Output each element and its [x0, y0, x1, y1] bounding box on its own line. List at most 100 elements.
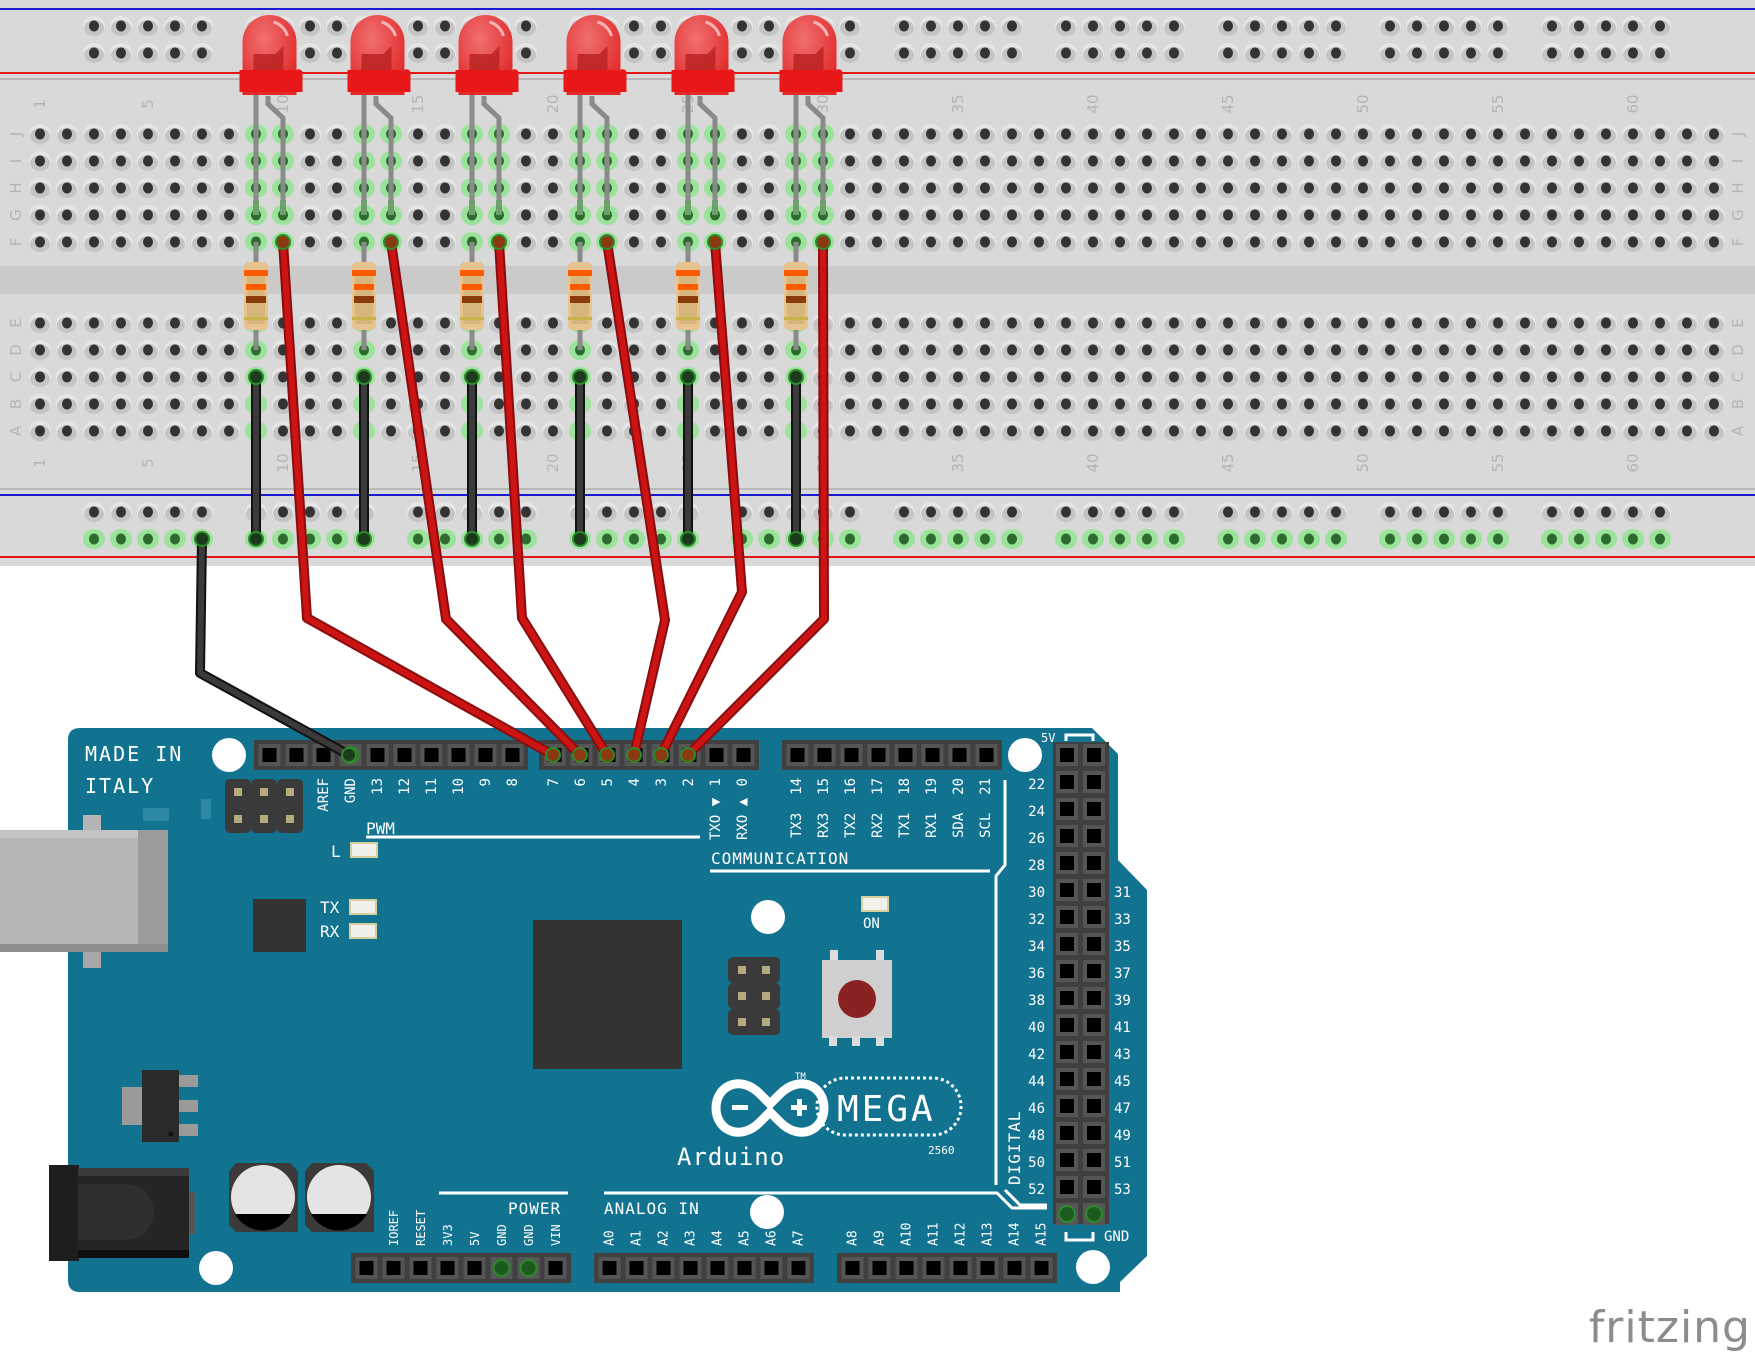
breadboard-hole[interactable] [1547, 506, 1557, 518]
breadboard-hole[interactable] [1061, 371, 1071, 383]
wire-end[interactable] [788, 369, 804, 385]
breadboard-hole[interactable] [980, 371, 990, 383]
header-pin[interactable] [478, 748, 493, 762]
breadboard-hole[interactable] [710, 344, 720, 356]
breadboard-hole[interactable] [1007, 20, 1017, 32]
breadboard-hole[interactable] [332, 182, 342, 194]
breadboard-hole[interactable] [1547, 155, 1557, 167]
breadboard-hole[interactable] [1034, 236, 1044, 248]
breadboard-hole[interactable] [1304, 47, 1314, 59]
header-pin[interactable] [953, 1261, 968, 1275]
breadboard-hole[interactable] [143, 128, 153, 140]
breadboard-hole[interactable] [386, 371, 396, 383]
breadboard-hole[interactable] [305, 317, 315, 329]
breadboard-hole[interactable] [1385, 209, 1395, 221]
breadboard-hole[interactable] [1601, 317, 1611, 329]
breadboard-hole[interactable] [899, 47, 909, 59]
wire-end[interactable] [653, 747, 669, 763]
breadboard-hole[interactable] [1439, 533, 1449, 545]
breadboard-hole[interactable] [62, 236, 72, 248]
breadboard-hole[interactable] [1682, 236, 1692, 248]
header-pin[interactable] [709, 748, 724, 762]
breadboard-hole[interactable] [1709, 182, 1719, 194]
breadboard-hole[interactable] [1466, 533, 1476, 545]
breadboard-hole[interactable] [1547, 128, 1557, 140]
breadboard-hole[interactable] [35, 182, 45, 194]
breadboard-hole[interactable] [386, 344, 396, 356]
breadboard-hole[interactable] [1331, 344, 1341, 356]
breadboard-hole[interactable] [899, 398, 909, 410]
breadboard-hole[interactable] [170, 344, 180, 356]
header-pin[interactable] [736, 748, 751, 762]
breadboard-hole[interactable] [1385, 128, 1395, 140]
breadboard-hole[interactable] [1088, 20, 1098, 32]
breadboard-hole[interactable] [1412, 236, 1422, 248]
breadboard-hole[interactable] [1115, 533, 1125, 545]
breadboard-hole[interactable] [1520, 317, 1530, 329]
breadboard-hole[interactable] [1547, 20, 1557, 32]
breadboard-hole[interactable] [1169, 425, 1179, 437]
breadboard-hole[interactable] [1439, 371, 1449, 383]
breadboard-hole[interactable] [845, 47, 855, 59]
breadboard-hole[interactable] [656, 533, 666, 545]
breadboard-hole[interactable] [1061, 236, 1071, 248]
breadboard-hole[interactable] [89, 425, 99, 437]
breadboard-hole[interactable] [1655, 344, 1665, 356]
breadboard-hole[interactable] [197, 47, 207, 59]
breadboard-hole[interactable] [1061, 533, 1071, 545]
header-pin[interactable] [1087, 883, 1101, 897]
breadboard-hole[interactable] [1223, 371, 1233, 383]
breadboard-hole[interactable] [1439, 20, 1449, 32]
breadboard-hole[interactable] [548, 209, 558, 221]
breadboard-hole[interactable] [1007, 425, 1017, 437]
header-pin[interactable] [1060, 910, 1074, 924]
header-pin[interactable] [1034, 1261, 1049, 1275]
header-pin[interactable] [451, 748, 466, 762]
header-pin[interactable] [817, 748, 832, 762]
wire-end[interactable] [356, 531, 372, 547]
breadboard-hole[interactable] [305, 128, 315, 140]
breadboard-hole[interactable] [1709, 209, 1719, 221]
breadboard-hole[interactable] [332, 155, 342, 167]
breadboard-hole[interactable] [1034, 371, 1044, 383]
breadboard-hole[interactable] [602, 371, 612, 383]
header-pin[interactable] [764, 1261, 779, 1275]
breadboard-hole[interactable] [278, 371, 288, 383]
breadboard-hole[interactable] [413, 506, 423, 518]
breadboard-hole[interactable] [1250, 128, 1260, 140]
header-pin[interactable] [737, 1261, 752, 1275]
breadboard-hole[interactable] [845, 371, 855, 383]
breadboard-hole[interactable] [1439, 155, 1449, 167]
breadboard-hole[interactable] [143, 425, 153, 437]
breadboard-hole[interactable] [1628, 209, 1638, 221]
breadboard-hole[interactable] [764, 209, 774, 221]
breadboard-hole[interactable] [1331, 506, 1341, 518]
breadboard-hole[interactable] [521, 425, 531, 437]
header-pin[interactable] [1060, 937, 1074, 951]
wire-end[interactable] [545, 747, 561, 763]
breadboard-hole[interactable] [1682, 155, 1692, 167]
breadboard-hole[interactable] [143, 20, 153, 32]
breadboard-hole[interactable] [521, 236, 531, 248]
breadboard-hole[interactable] [1088, 128, 1098, 140]
breadboard-hole[interactable] [494, 506, 504, 518]
breadboard-hole[interactable] [1277, 398, 1287, 410]
header-pin[interactable] [872, 1261, 887, 1275]
breadboard-hole[interactable] [197, 398, 207, 410]
breadboard-hole[interactable] [1277, 128, 1287, 140]
breadboard-hole[interactable] [305, 47, 315, 59]
breadboard-hole[interactable] [926, 371, 936, 383]
header-pin[interactable] [467, 1261, 482, 1275]
breadboard-hole[interactable] [89, 344, 99, 356]
breadboard-hole[interactable] [440, 317, 450, 329]
signal-wire[interactable] [280, 239, 556, 758]
breadboard-hole[interactable] [1304, 20, 1314, 32]
breadboard-hole[interactable] [1412, 317, 1422, 329]
breadboard-hole[interactable] [845, 128, 855, 140]
breadboard-hole[interactable] [1088, 506, 1098, 518]
header-pin[interactable] [262, 748, 277, 762]
breadboard-hole[interactable] [548, 398, 558, 410]
breadboard-hole[interactable] [1682, 398, 1692, 410]
breadboard-hole[interactable] [1304, 371, 1314, 383]
breadboard-hole[interactable] [899, 209, 909, 221]
